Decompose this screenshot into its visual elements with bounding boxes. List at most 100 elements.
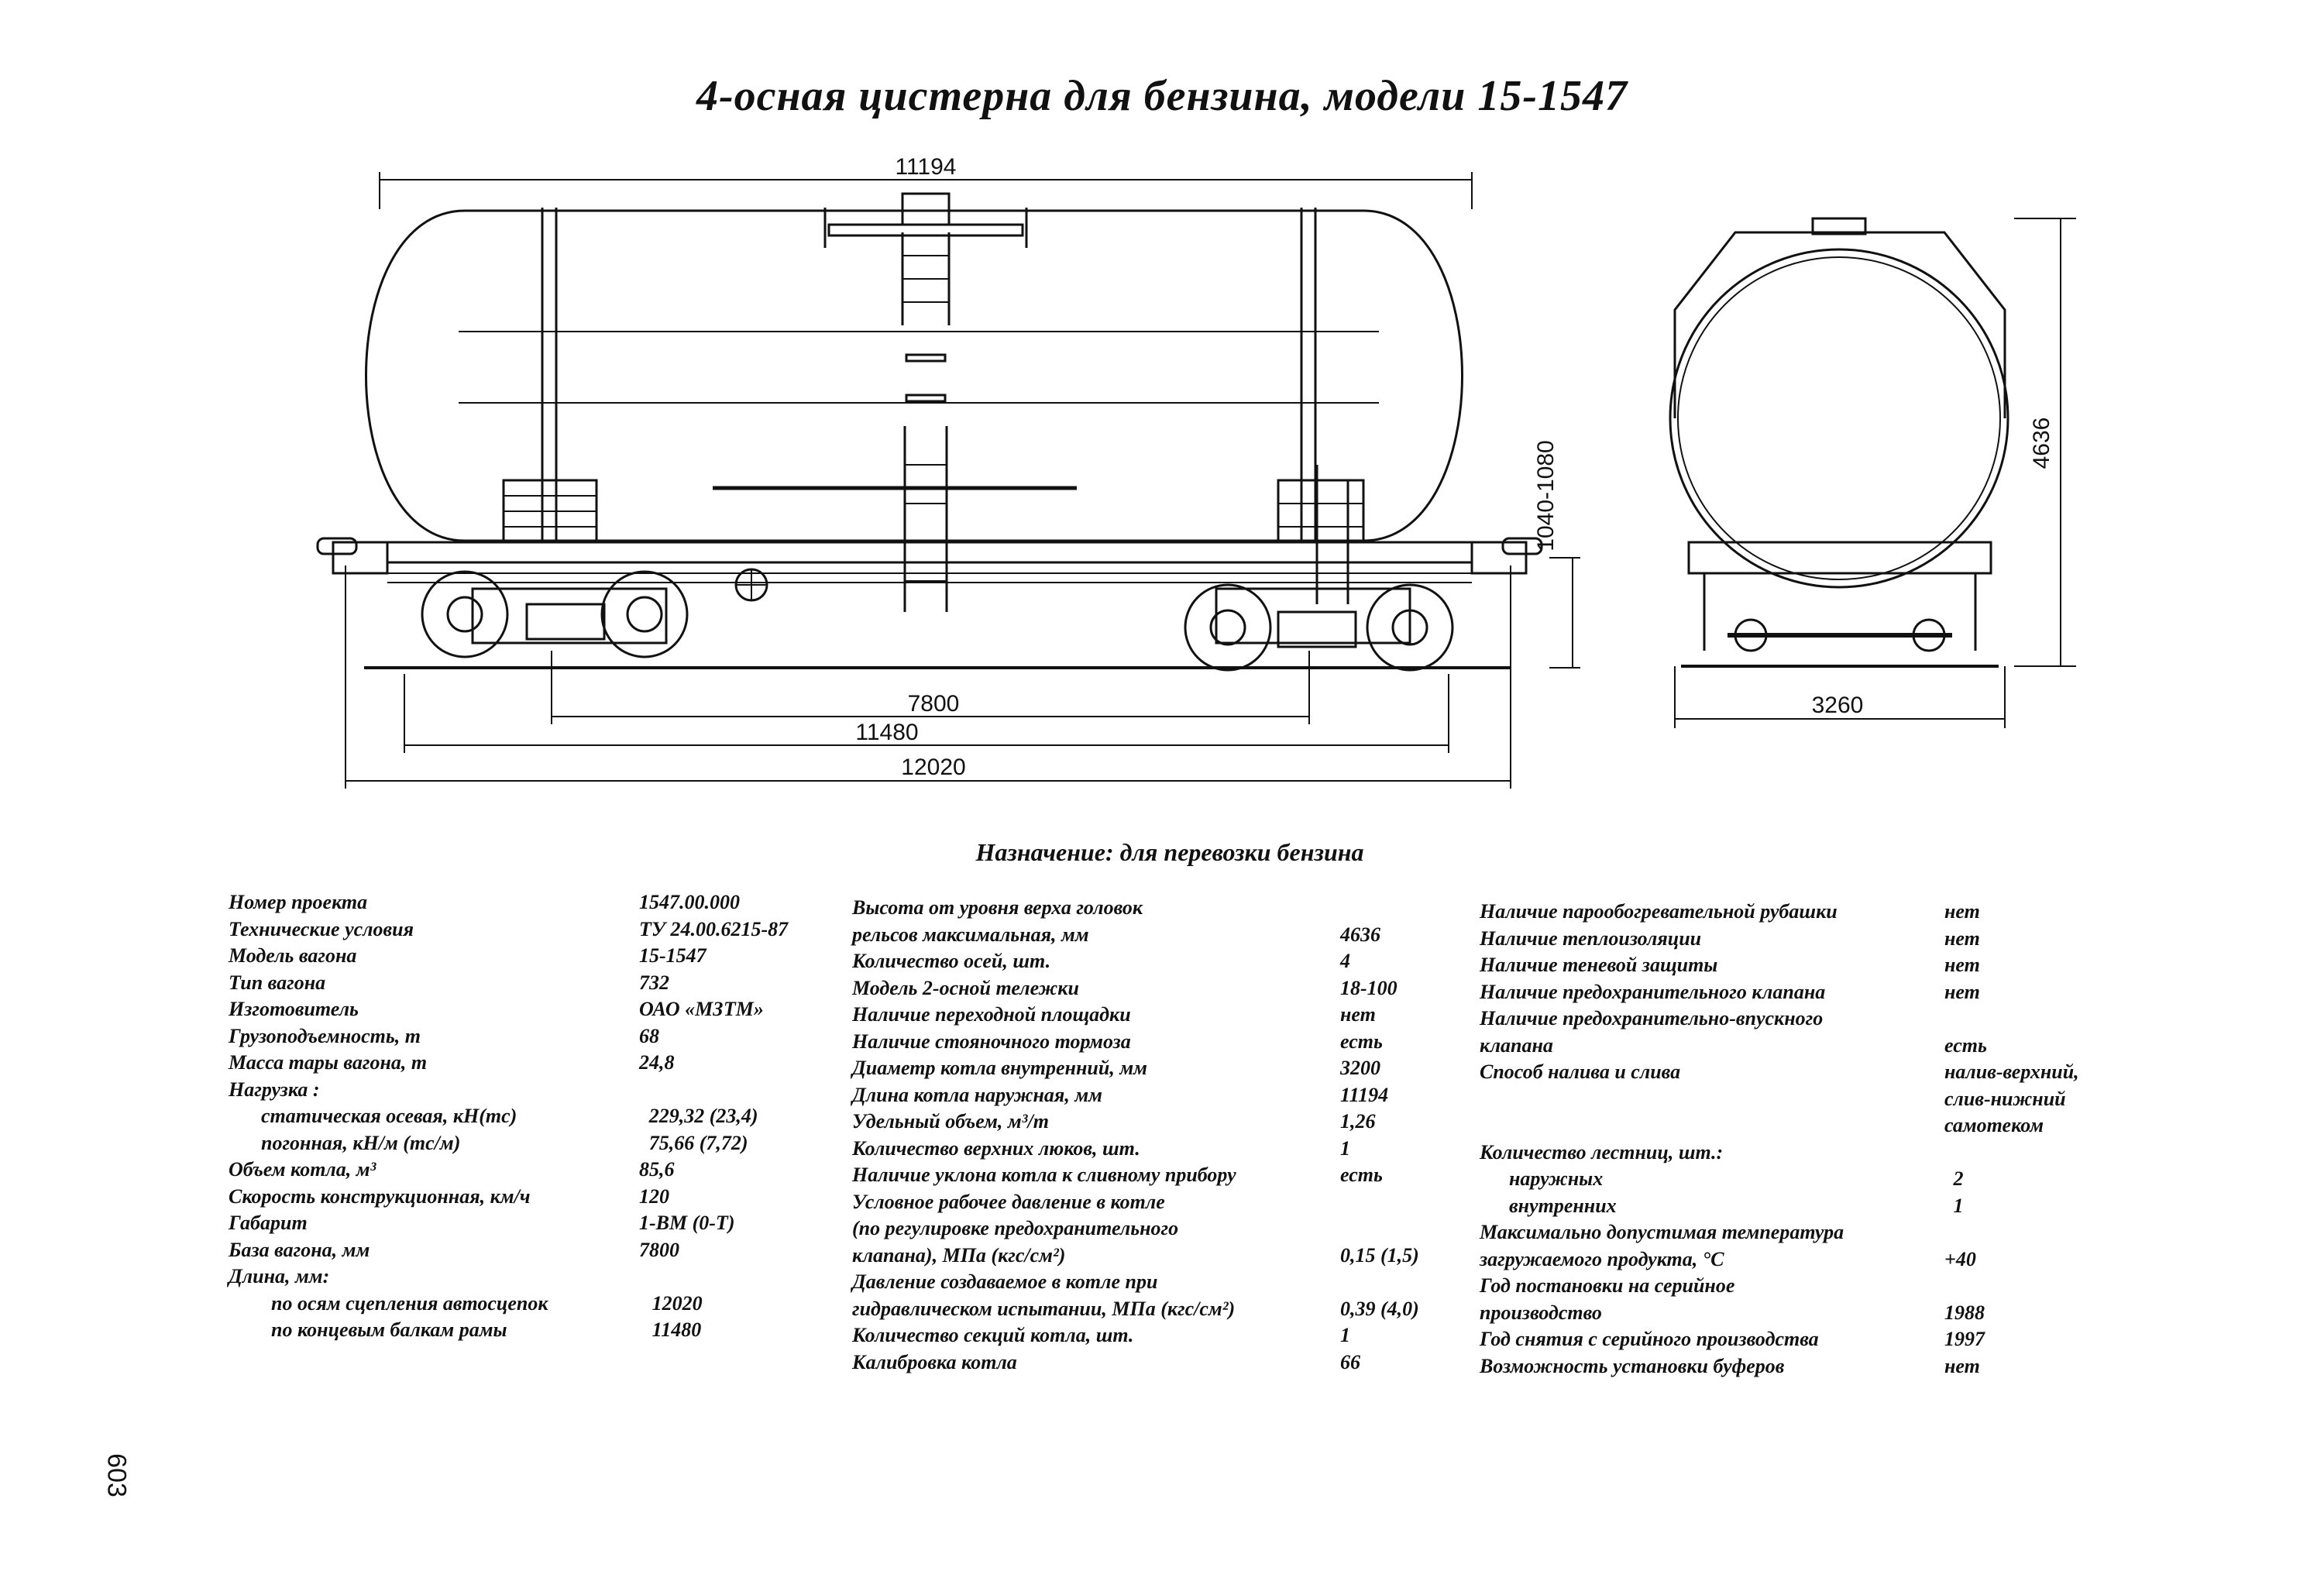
spec-label: гидравлическом испытании, МПа (кгс/см²) (852, 1297, 1236, 1320)
spec-label: Длина, мм: (229, 1265, 330, 1287)
spec-value: 24,8 (639, 1051, 675, 1074)
spec-label: Условное рабочее давление в котле (852, 1190, 1165, 1213)
spec-row: Максимально допустимая температура (1480, 1219, 2146, 1246)
spec-value: самотеком (1944, 1114, 2044, 1136)
spec-value: нет (1340, 1003, 1376, 1026)
spec-value: 1,26 (1340, 1110, 1376, 1133)
spec-row: Давление создаваемое в котле при (852, 1269, 1456, 1296)
spec-label: наружных (1509, 1167, 1604, 1190)
spec-row: Скорость конструкционная, км/ч 120 (229, 1184, 817, 1211)
spec-label: Скорость конструкционная, км/ч (229, 1184, 531, 1208)
spec-label: (по регулировке предохранительного (852, 1217, 1179, 1239)
spec-value: 3200 (1340, 1057, 1380, 1079)
spec-label: клапана (1480, 1033, 1553, 1057)
spec-row: наружных 2 (1480, 1166, 2146, 1193)
spec-label: Длина котла наружная, мм (852, 1083, 1102, 1106)
spec-label: Количество верхних люков, шт. (852, 1136, 1140, 1160)
spec-value: налив-верхний, (1944, 1060, 2079, 1083)
end-view (1669, 217, 2076, 728)
page-number: 603 (101, 1453, 132, 1497)
spec-label: Диаметр котла внутренний, мм (852, 1057, 1147, 1079)
spec-value: есть (1340, 1030, 1383, 1053)
spec-row: Наличие теневой защиты нет (1480, 952, 2146, 979)
spec-row: Диаметр котла внутренний, мм 3200 (852, 1055, 1456, 1082)
spec-label: Максимально допустимая температура (1480, 1221, 1844, 1243)
spec-label: Модель 2-осной тележки (852, 976, 1079, 999)
dim-height: 4636 (2029, 418, 2054, 469)
spec-label: статическая осевая, кН(тс) (261, 1105, 517, 1127)
spec-row: гидравлическом испытании, МПа (кгс/см²) 0… (852, 1296, 1456, 1323)
dim-tank-length: 11194 (896, 154, 957, 180)
spec-row: загружаемого продукта, °С +40 (1480, 1246, 2146, 1274)
spec-value: 0,39 (4,0) (1340, 1297, 1419, 1320)
spec-label: загружаемого продукта, °С (1480, 1247, 1724, 1270)
spec-value: 4 (1340, 950, 1350, 972)
spec-value: нет (1944, 926, 1980, 950)
spec-value: нет (1944, 954, 1980, 976)
spec-value: 18-100 (1340, 976, 1397, 999)
spec-label: Тип вагона (229, 971, 326, 994)
spec-value: 12020 (651, 1291, 703, 1315)
spec-value: 11480 (651, 1318, 702, 1341)
spec-label: Наличие стояночного тормоза (852, 1030, 1131, 1053)
tank-body (365, 209, 1463, 542)
spec-row: Условное рабочее давление в котле (852, 1189, 1456, 1216)
spec-label: Модель вагона (229, 944, 357, 967)
spec-label: Наличие парообогревательной рубашки (1480, 900, 1838, 923)
spec-label: Наличие теневой защиты (1480, 954, 1718, 976)
spec-label: клапана), МПа (кгс/см²) (852, 1243, 1066, 1267)
spec-value: 1 (1340, 1136, 1350, 1160)
spec-label: Грузоподъемность, т (229, 1024, 421, 1047)
page-title: 4-осная цистерна для бензина, модели 15-… (696, 72, 1628, 120)
spec-row: (по регулировке предохранительного (852, 1215, 1456, 1243)
spec-value: 1-ВМ (0-Т) (639, 1212, 735, 1234)
spec-label: Объем котла, м³ (229, 1158, 376, 1181)
spec-row: Количество осей, шт.4 (852, 948, 1456, 975)
spec-value: 4636 (1340, 923, 1380, 946)
spec-label: погонная, кН/м (тс/м) (261, 1131, 461, 1154)
dim-coupling-length: 12020 (901, 755, 965, 780)
dim-frame-length: 11480 (855, 720, 918, 745)
spec-label: Возможность установки буферов (1480, 1354, 1785, 1377)
spec-label: Количество секций котла, шт. (852, 1324, 1134, 1346)
spec-value: 120 (639, 1184, 669, 1208)
spec-row: Наличие предохранительно-впускного (1480, 1005, 2146, 1033)
purpose-line: Назначение: для перевозки бензина (975, 838, 1364, 866)
spec-row: Высота от уровня верха головок (852, 895, 1456, 922)
spec-label: по концевым балкам рамы (271, 1318, 507, 1341)
spec-row: Количество лестниц, шт.: (1480, 1140, 2146, 1167)
spec-value: 1 (1953, 1194, 1964, 1217)
spec-value: +40 (1944, 1247, 1976, 1270)
spec-label: внутренних (1509, 1194, 1617, 1217)
spec-label: Калибровка котла (852, 1350, 1017, 1373)
spec-label: Удельный объем, м³/т (852, 1110, 1049, 1133)
spec-value: 85,6 (639, 1158, 675, 1181)
spec-row: Объем котла, м³ 85,6 (229, 1157, 817, 1184)
spec-label: производство (1480, 1301, 1602, 1324)
spec-row: Длина, мм: (229, 1263, 817, 1291)
spec-value: 1997 (1944, 1328, 1985, 1350)
spec-row: по концевым балкам рамы 11480 (229, 1317, 817, 1344)
spec-row: Наличие стояночного тормоза есть (852, 1029, 1456, 1056)
spec-row: Наличие уклона котла к сливному прибору е… (852, 1162, 1456, 1189)
spec-label: Год постановки на серийное (1480, 1274, 1735, 1297)
spec-value: нет (1944, 980, 1980, 1003)
spec-value: 2 (1953, 1167, 1964, 1190)
spec-value: есть (1340, 1164, 1383, 1186)
spec-label: Наличие уклона котла к сливному прибору (852, 1164, 1236, 1186)
spec-value: 1988 (1944, 1301, 1985, 1324)
